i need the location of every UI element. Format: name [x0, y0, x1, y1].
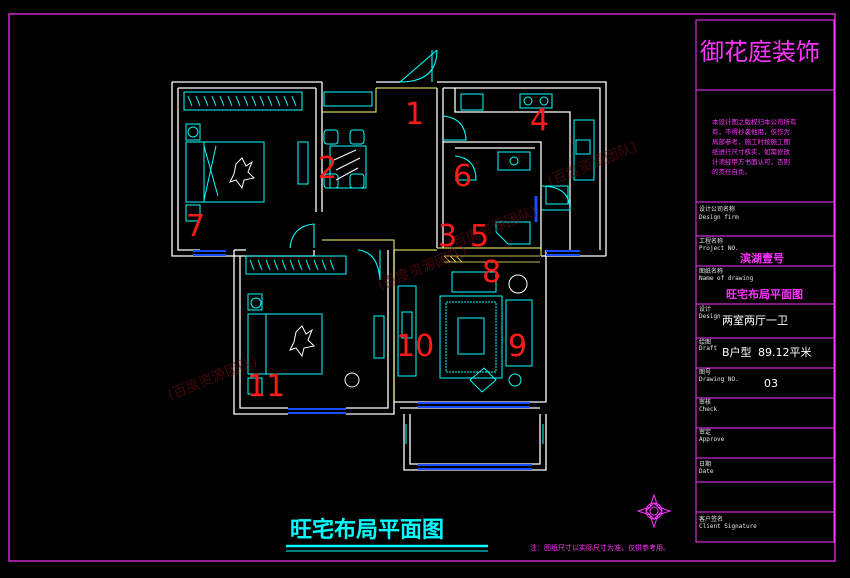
room-number-6: 6	[453, 159, 472, 194]
compass-icon	[636, 493, 672, 529]
windows	[193, 196, 580, 470]
room-number-4: 4	[530, 103, 549, 138]
room-number-3: 3	[438, 219, 457, 254]
title-block-frame	[695, 19, 835, 543]
check-en: Check	[699, 406, 717, 413]
bedroom-door-11	[357, 249, 381, 281]
watermark-text: (百度资源团队)	[546, 139, 640, 189]
kitchen-counter	[460, 93, 595, 181]
room-number-9: 9	[508, 329, 527, 364]
project-en: Project NO.	[699, 245, 739, 252]
design-firm-en: Design firm	[699, 214, 739, 221]
watermark-text: (百度资源团队)	[446, 203, 540, 253]
bedroom-11	[245, 255, 385, 395]
room-number-8: 8	[482, 255, 501, 290]
draft-en: Draft	[699, 345, 717, 352]
corridor-outline	[322, 87, 542, 402]
date-label: 日期	[699, 460, 711, 468]
drawing-frame	[8, 13, 836, 562]
room-number-5: 5	[470, 219, 489, 254]
notice-line: 本设计图之版权归本公司所有	[712, 117, 797, 126]
design-firm-label: 设计公司名称	[699, 205, 735, 213]
room-number-11: 11	[247, 369, 285, 404]
notice-line: 有，不得抄袭他用，仅作为	[712, 127, 790, 136]
room-number-10: 10	[396, 329, 434, 364]
bedroom-door-7	[289, 223, 315, 249]
project-value: 滨湖壹号	[740, 251, 784, 265]
notice-line: 纸进行尺寸核实，如需修改	[712, 147, 791, 156]
drawing-no-label: 图号	[699, 369, 711, 376]
watermark-text: (百度资源团队)	[166, 353, 260, 403]
company-name: 御花庭装饰	[700, 38, 820, 66]
title-block-grid	[696, 89, 834, 513]
exterior-walls	[171, 81, 607, 471]
kitchen-door	[442, 115, 467, 141]
notice-line: 计须经甲方书面认可，否则	[712, 157, 790, 166]
drawing-name-value: 旺宅布局平面图	[726, 287, 803, 301]
dining-set	[323, 91, 373, 189]
tv-stand	[397, 285, 417, 377]
design-en: Design	[699, 313, 721, 320]
draft-label: 绘图	[699, 338, 711, 346]
notice-line: 局部参考，施工时按施工图	[712, 137, 790, 146]
drawing-name-label: 图纸名称	[699, 267, 723, 275]
project-label: 工程名称	[699, 237, 723, 245]
bed-7	[185, 123, 309, 222]
living-sofa	[439, 271, 533, 393]
drawing-no-en: Drawing NO.	[699, 376, 739, 383]
date-en: Date	[699, 468, 714, 475]
room-number-1: 1	[405, 97, 424, 132]
check-label: 审核	[699, 398, 711, 406]
drawing-name-en: Name of drawing	[699, 275, 754, 282]
area-value: 89.12平米	[758, 346, 812, 359]
living-divider	[443, 255, 540, 263]
room-number-2: 2	[318, 151, 337, 186]
design-value: 两室两厅一卫	[722, 313, 788, 327]
wardrobe-7	[183, 91, 303, 111]
drawing-no-value: 03	[764, 377, 778, 390]
approve-en: Approve	[699, 436, 725, 443]
notice-line: 的责任自负。	[712, 167, 751, 176]
kitchen-side-door	[540, 185, 571, 211]
client-en: Client Signature	[699, 523, 757, 530]
balcony-rails	[405, 424, 544, 444]
client-label: 客户签名	[699, 515, 723, 523]
approve-label: 审定	[699, 428, 711, 436]
room-number-7: 7	[186, 209, 205, 244]
design-label: 设计	[699, 305, 711, 313]
watermarks: (百度资源团队) (百度资源团队) (百度资源团队) (百度资源团队)	[166, 139, 640, 403]
footnote: 注：图纸尺寸以实际尺寸为准，仅供参考用。	[530, 543, 670, 552]
type-value: B户型	[722, 345, 752, 359]
notice-block: 本设计图之版权归本公司所有 有，不得抄袭他用，仅作为 局部参考，施工时按施工图 …	[712, 117, 797, 176]
bathroom-fixtures	[495, 151, 569, 245]
plan-title: 旺宅布局平面图	[290, 517, 444, 543]
bath-door	[454, 155, 477, 181]
entry-door	[399, 49, 438, 83]
